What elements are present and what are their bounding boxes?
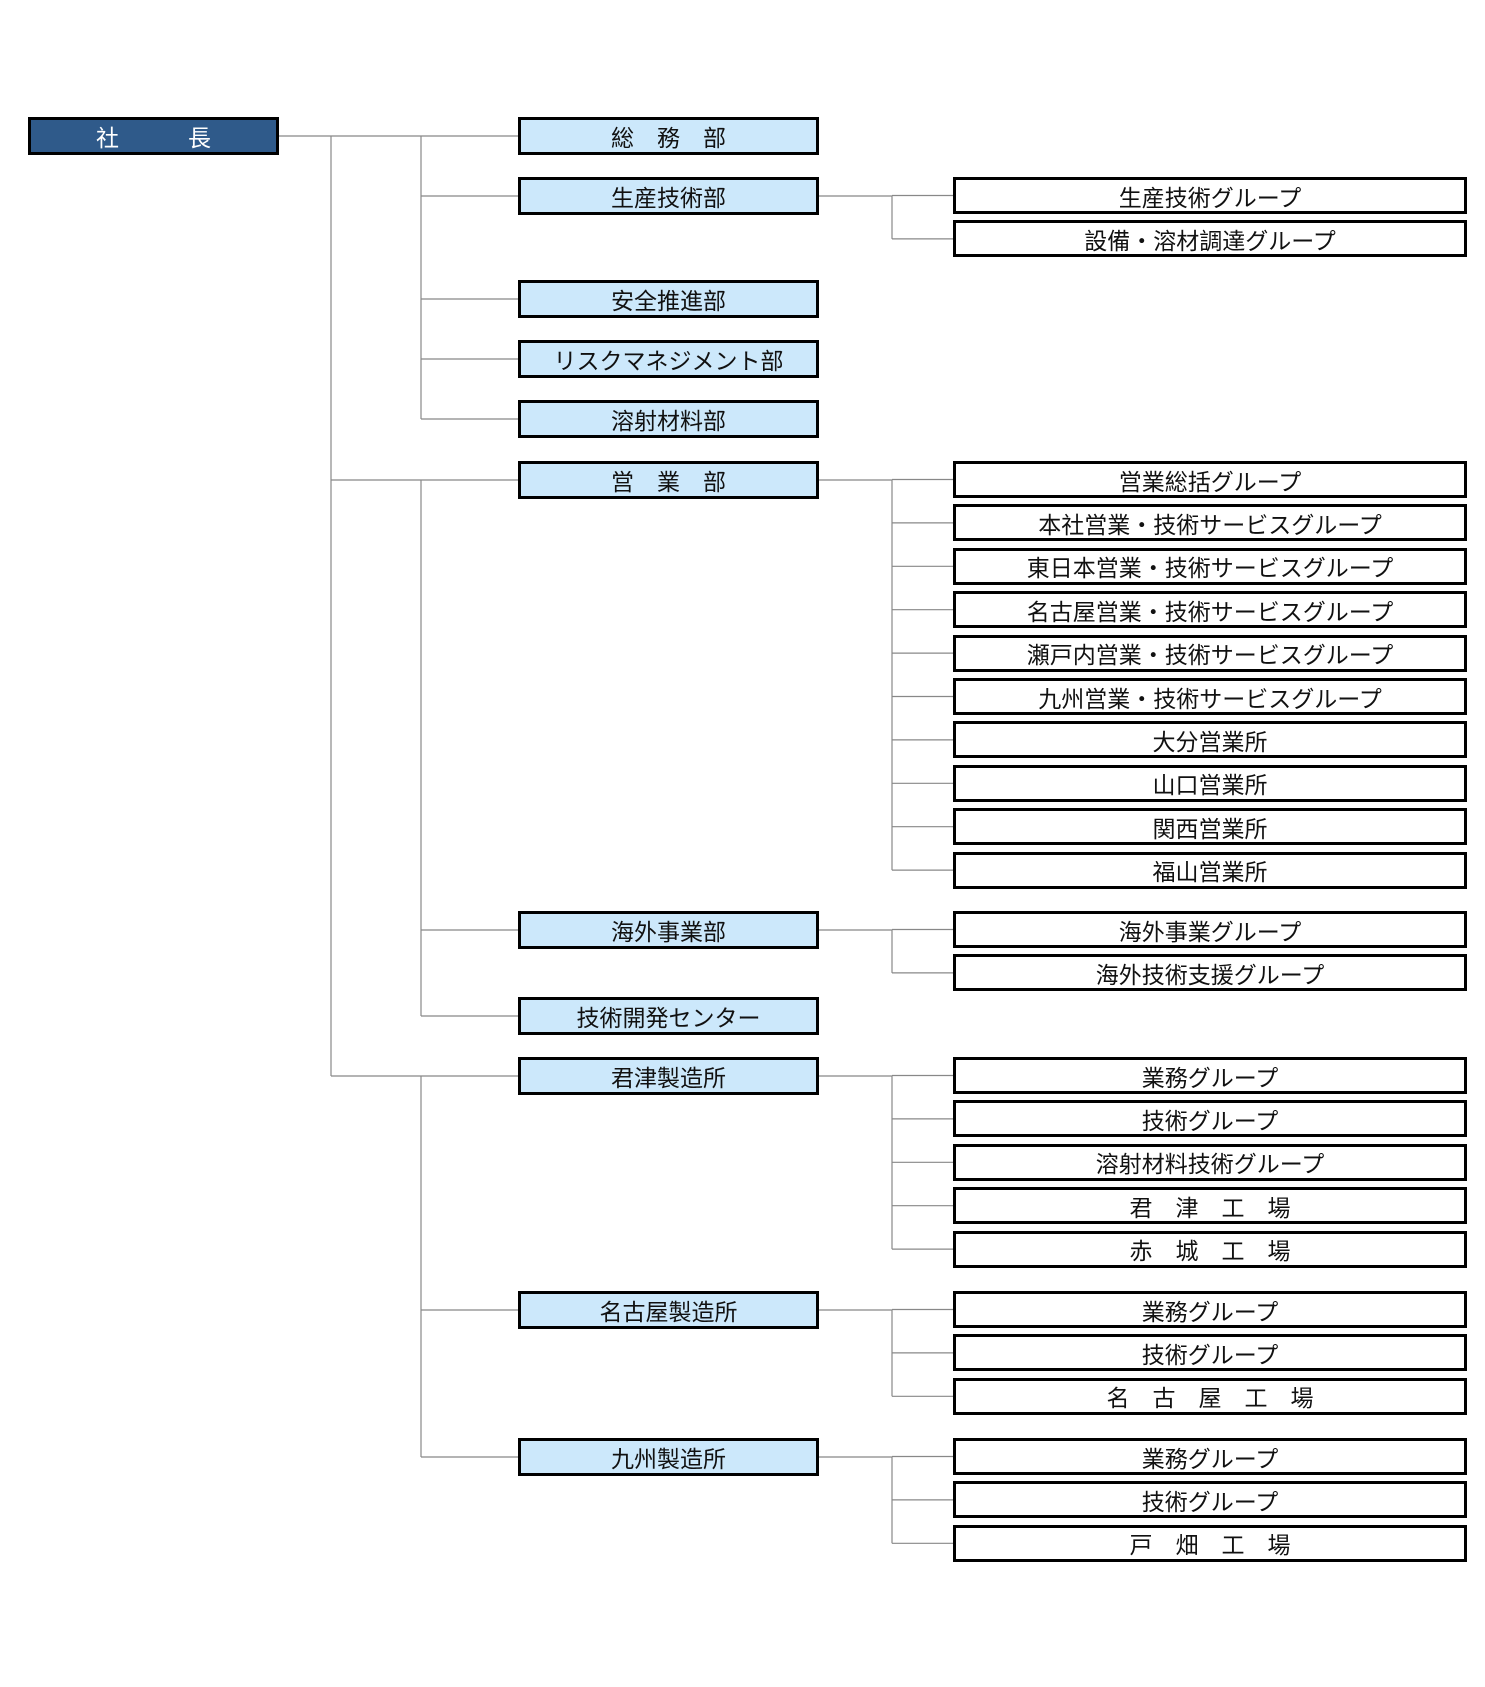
- group-box-kimitsu-2: 溶射材料技術グループ: [953, 1143, 1467, 1181]
- group-box-eigyo-4: 瀬戸内営業・技術サービスグループ: [953, 634, 1467, 672]
- department-box-kimitsu: 君津製造所: [518, 1057, 819, 1095]
- group-box-eigyo-0: 営業総括グループ: [953, 461, 1467, 498]
- group-box-nagoya-0: 業務グループ: [953, 1291, 1467, 1328]
- department-box-nagoya: 名古屋製造所: [518, 1291, 819, 1329]
- department-box-eigyo: 営 業 部: [518, 461, 819, 499]
- group-box-eigyo-6: 大分営業所: [953, 721, 1467, 759]
- department-box-seisan: 生産技術部: [518, 177, 819, 215]
- group-box-kimitsu-4: 赤 城 工 場: [953, 1230, 1467, 1268]
- group-box-kaigai-0: 海外事業グループ: [953, 911, 1467, 948]
- department-box-kyushu: 九州製造所: [518, 1438, 819, 1476]
- group-box-nagoya-1: 技術グループ: [953, 1334, 1467, 1372]
- department-box-kaigai: 海外事業部: [518, 911, 819, 949]
- group-box-seisan-0: 生産技術グループ: [953, 177, 1467, 214]
- group-box-kyushu-2: 戸 畑 工 場: [953, 1524, 1467, 1562]
- group-box-kyushu-1: 技術グループ: [953, 1481, 1467, 1519]
- group-box-eigyo-2: 東日本営業・技術サービスグループ: [953, 547, 1467, 585]
- group-box-eigyo-7: 山口営業所: [953, 764, 1467, 802]
- group-box-seisan-1: 設備・溶材調達グループ: [953, 220, 1467, 258]
- group-box-kimitsu-3: 君 津 工 場: [953, 1187, 1467, 1225]
- group-box-kaigai-1: 海外技術支援グループ: [953, 954, 1467, 992]
- president-box: 社 長: [28, 117, 279, 155]
- group-box-kimitsu-1: 技術グループ: [953, 1100, 1467, 1138]
- group-box-eigyo-3: 名古屋営業・技術サービスグループ: [953, 591, 1467, 629]
- group-box-eigyo-9: 福山営業所: [953, 851, 1467, 889]
- department-box-gijutsu: 技術開発センター: [518, 997, 819, 1035]
- group-box-eigyo-8: 関西営業所: [953, 808, 1467, 846]
- group-box-nagoya-2: 名 古 屋 工 場: [953, 1377, 1467, 1415]
- group-box-kimitsu-0: 業務グループ: [953, 1057, 1467, 1094]
- department-box-risk: リスクマネジメント部: [518, 340, 819, 378]
- group-box-kyushu-0: 業務グループ: [953, 1438, 1467, 1475]
- department-box-yosha: 溶射材料部: [518, 400, 819, 438]
- group-box-eigyo-5: 九州営業・技術サービスグループ: [953, 678, 1467, 715]
- department-box-somu: 総 務 部: [518, 117, 819, 155]
- department-box-anzen: 安全推進部: [518, 280, 819, 318]
- group-box-eigyo-1: 本社営業・技術サービスグループ: [953, 504, 1467, 542]
